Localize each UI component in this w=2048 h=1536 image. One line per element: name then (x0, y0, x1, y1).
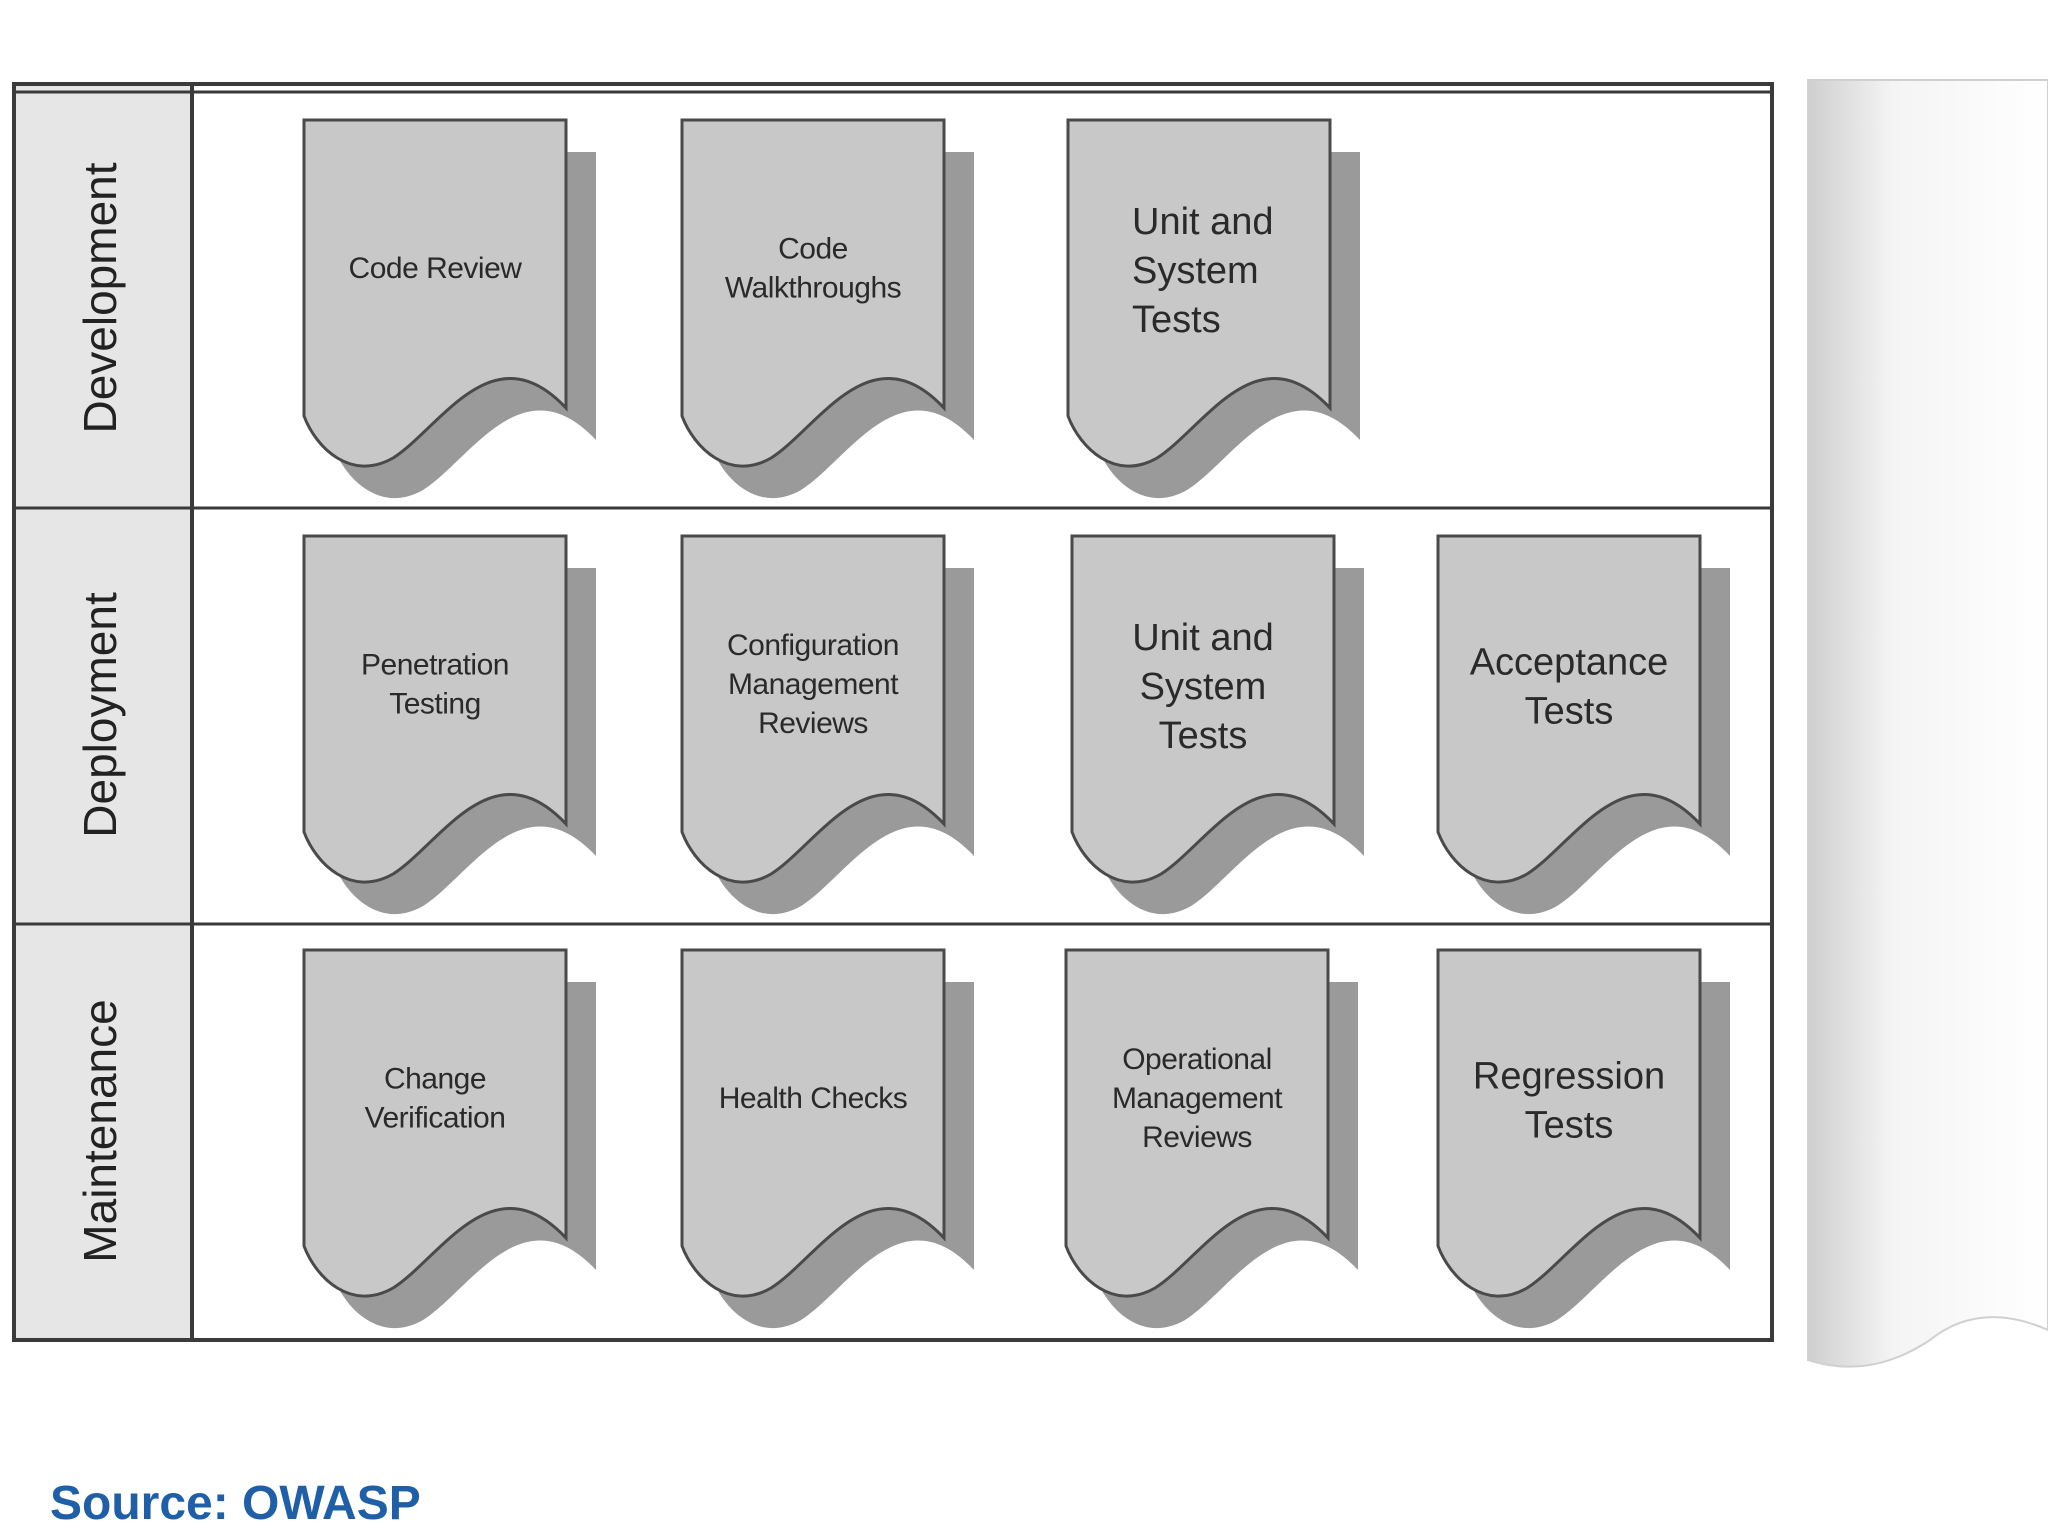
document-label-line: Reviews (758, 707, 868, 740)
document-label-line: Verification (365, 1102, 506, 1135)
document-label-line: Management (728, 668, 899, 701)
document-card: Code Review (302, 118, 596, 499)
document-label-line: Management (1112, 1082, 1283, 1115)
scroll-roll (1807, 79, 2048, 1368)
document-card: Health Checks (680, 948, 974, 1329)
document-label-line: Tests (1159, 715, 1248, 757)
document-label-line: Acceptance (1470, 642, 1669, 684)
document-label-line: Reviews (1142, 1121, 1252, 1154)
document-shape (1064, 948, 1330, 1298)
document-shape (1066, 118, 1332, 468)
document-label-line: Tests (1525, 691, 1614, 733)
document-label-line: Walkthroughs (725, 272, 901, 305)
document-label-line: Testing (389, 688, 481, 721)
document-label-line: System (1140, 666, 1267, 708)
document-label-line: Tests (1132, 299, 1221, 341)
lane-label-column (14, 84, 192, 1340)
document-label-line: Operational (1122, 1043, 1272, 1076)
document-label-line: Configuration (727, 629, 899, 662)
document-label-line: Code Review (349, 252, 523, 285)
document-label-line: Tests (1525, 1105, 1614, 1147)
document-shape (1436, 948, 1702, 1298)
document-shape (680, 118, 946, 468)
document-label-line: Health Checks (719, 1082, 908, 1115)
document-label-line: Code (778, 233, 848, 266)
document-label-line: Regression (1473, 1056, 1665, 1098)
document-shape (680, 534, 946, 884)
document-shape (1436, 534, 1702, 884)
document-shape (680, 948, 946, 1298)
source-label: Source: OWASP (50, 1477, 421, 1530)
document-shape (302, 534, 568, 884)
document-label-line: Unit and (1132, 617, 1274, 659)
document-shape (1070, 534, 1336, 884)
document-label-line: System (1132, 250, 1259, 292)
document-shape (302, 948, 568, 1298)
lane-label-development: Development (74, 162, 126, 433)
lanes-frame (12, 82, 1774, 1342)
document-label-line: Unit and (1132, 201, 1274, 243)
document-label-line: Penetration (361, 649, 509, 682)
document-shape (302, 118, 568, 468)
lane-label-deployment: Deployment (74, 592, 126, 838)
lane-label-maintenance: Maintenance (74, 999, 126, 1262)
document-label-line: Change (384, 1063, 486, 1096)
